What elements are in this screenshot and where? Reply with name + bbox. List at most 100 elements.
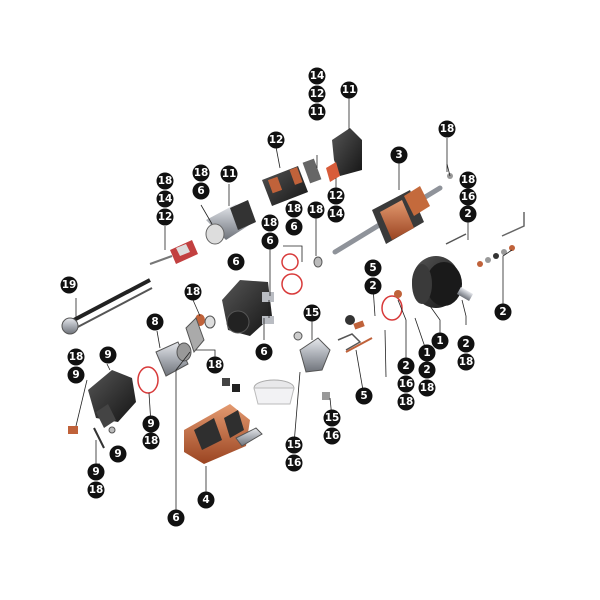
svg-text:11: 11 — [342, 84, 357, 96]
svg-text:6: 6 — [232, 256, 239, 268]
callout-badge: 2 — [494, 303, 512, 321]
callout-badge: 12 — [308, 85, 326, 103]
armature-part — [332, 185, 443, 255]
svg-text:5: 5 — [360, 390, 367, 402]
svg-text:14: 14 — [158, 193, 173, 205]
svg-text:18: 18 — [144, 435, 159, 447]
callout-badge: 18 — [184, 283, 202, 301]
svg-text:12: 12 — [269, 134, 284, 146]
svg-text:14: 14 — [329, 208, 344, 220]
callout-badge: 5 — [364, 259, 382, 277]
callout-badge: 6 — [227, 253, 245, 271]
callout-badge: 6 — [261, 232, 279, 250]
callout-badge: 18 — [156, 172, 174, 190]
svg-text:15: 15 — [287, 439, 302, 451]
plunger-housing-part — [205, 200, 256, 245]
svg-text:9: 9 — [114, 448, 121, 460]
terminal-kit-part — [477, 212, 525, 267]
svg-text:6: 6 — [197, 185, 204, 197]
svg-text:18: 18 — [461, 174, 476, 186]
callout-badge: 18 — [192, 164, 210, 182]
callout-badge: 19 — [60, 276, 78, 294]
svg-text:9: 9 — [72, 369, 79, 381]
callout-badge: 18 — [206, 356, 224, 374]
svg-text:5: 5 — [369, 262, 376, 274]
leader-lines — [75, 97, 513, 516]
svg-text:18: 18 — [194, 167, 209, 179]
callout-badge: 2 — [397, 357, 415, 375]
callout-badges: 14 12 11 11 12 14 12 18 6 11 18 14 12 3 … — [60, 67, 512, 527]
callout-badge: 6 — [255, 343, 273, 361]
svg-text:11: 11 — [222, 168, 237, 180]
callout-badge: 15 — [285, 436, 303, 454]
nose-housing-part — [88, 370, 136, 428]
callout-badge: 18 — [438, 120, 456, 138]
callout-badge: 4 — [197, 491, 215, 509]
svg-text:18: 18 — [158, 175, 173, 187]
callout-badge: 18 — [285, 200, 303, 218]
solenoid-coil-part — [262, 158, 322, 206]
svg-text:18: 18 — [263, 217, 278, 229]
svg-text:6: 6 — [172, 512, 179, 524]
svg-text:16: 16 — [399, 378, 414, 390]
callout-badge: 18 — [459, 171, 477, 189]
svg-text:6: 6 — [260, 346, 267, 358]
callout-badge: 2 — [364, 277, 382, 295]
pinion-part — [155, 341, 192, 377]
svg-text:2: 2 — [462, 338, 469, 350]
callout-badge: 14 — [327, 205, 345, 223]
svg-text:16: 16 — [461, 191, 476, 203]
callout-badge: 18 — [67, 348, 85, 366]
callout-badge: 9 — [67, 366, 85, 384]
svg-text:2: 2 — [423, 364, 430, 376]
callout-badge: 12 — [267, 131, 285, 149]
svg-text:15: 15 — [305, 307, 320, 319]
svg-text:1: 1 — [423, 347, 430, 359]
svg-text:4: 4 — [202, 494, 209, 506]
callout-badge: 2 — [418, 361, 436, 379]
svg-text:2: 2 — [499, 306, 506, 318]
svg-text:9: 9 — [92, 466, 99, 478]
callout-badge: 15 — [323, 409, 341, 427]
parts — [61, 128, 525, 464]
brush-plate-part — [293, 331, 331, 400]
callout-badge: 18 — [397, 393, 415, 411]
callout-badge: 2 — [459, 205, 477, 223]
svg-text:2: 2 — [402, 360, 409, 372]
end-frame-part — [412, 256, 462, 308]
svg-text:18: 18 — [69, 351, 84, 363]
svg-text:9: 9 — [147, 418, 154, 430]
callout-badge: 9 — [109, 445, 127, 463]
svg-text:18: 18 — [186, 286, 201, 298]
callout-badge: 2 — [457, 335, 475, 353]
callout-badge: 1 — [418, 344, 436, 362]
svg-text:18: 18 — [420, 382, 435, 394]
callout-badge: 6 — [192, 182, 210, 200]
callout-badge: 16 — [459, 188, 477, 206]
svg-text:2: 2 — [464, 208, 471, 220]
callout-badge: 18 — [307, 201, 325, 219]
callout-badge: 11 — [340, 81, 358, 99]
svg-text:18: 18 — [440, 123, 455, 135]
svg-text:8: 8 — [151, 316, 158, 328]
svg-text:19: 19 — [62, 279, 77, 291]
svg-text:18: 18 — [89, 484, 104, 496]
callout-badge: 8 — [146, 313, 164, 331]
callout-badge: 1 — [431, 332, 449, 350]
callout-badge: 12 — [156, 208, 174, 226]
callout-badge: 14 — [156, 190, 174, 208]
svg-text:18: 18 — [459, 356, 474, 368]
drive-housing-part — [222, 280, 274, 336]
callout-badge: 16 — [285, 454, 303, 472]
callout-badge: 9 — [87, 463, 105, 481]
svg-text:12: 12 — [310, 88, 325, 100]
callout-badge: 18 — [261, 214, 279, 232]
callout-badge: 6 — [167, 509, 185, 527]
svg-text:11: 11 — [310, 106, 325, 118]
callout-badge: 18 — [87, 481, 105, 499]
svg-text:16: 16 — [325, 430, 340, 442]
callout-badge: 18 — [457, 353, 475, 371]
svg-text:6: 6 — [290, 221, 297, 233]
